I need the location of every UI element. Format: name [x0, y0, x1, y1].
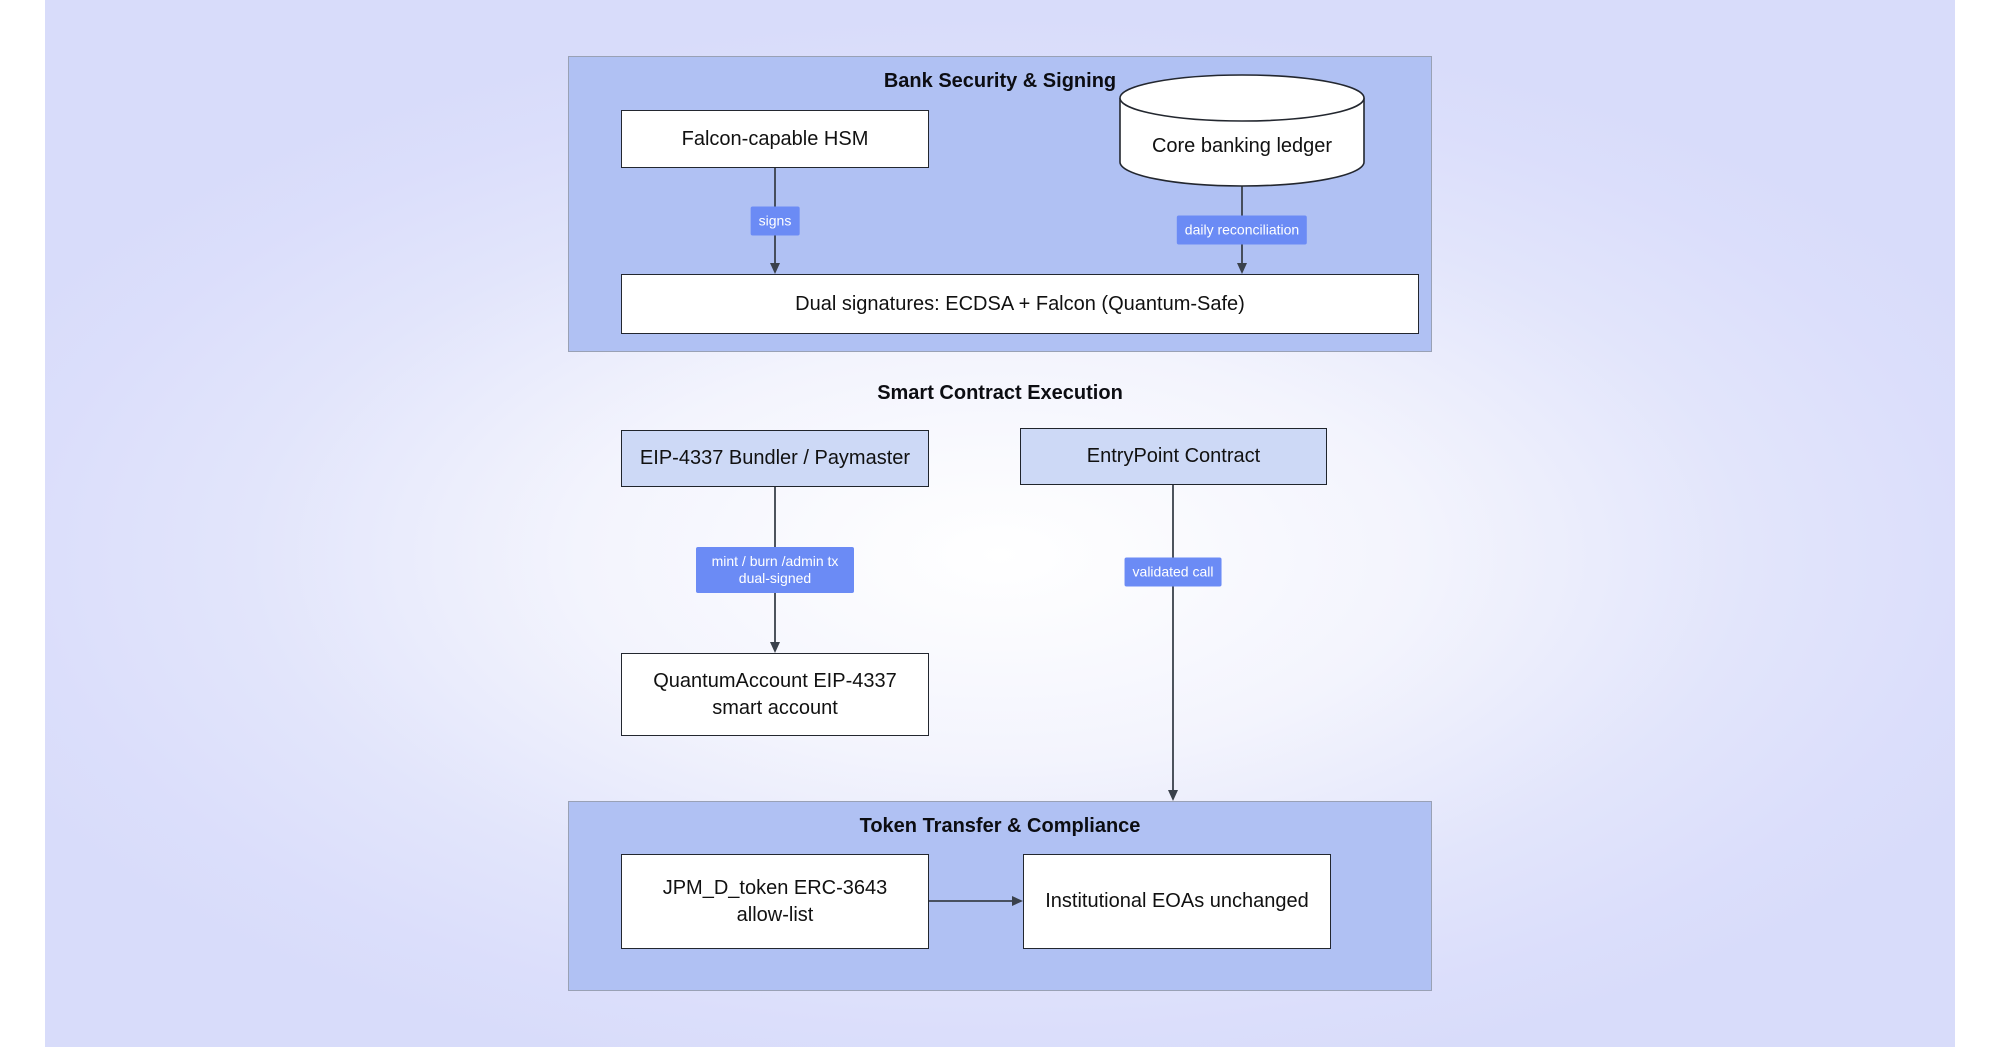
node-quantum-account-label: QuantumAccount EIP-4337 smart account [653, 669, 897, 719]
group-title-token-transfer: Token Transfer & Compliance [859, 815, 1141, 837]
node-quantum-account: QuantumAccount EIP-4337 smart account [621, 653, 929, 736]
node-jpm-token: JPM_D_token ERC-3643 allow-list [621, 854, 929, 949]
node-institutional-eoas: Institutional EOAs unchanged [1023, 854, 1331, 949]
node-falcon-hsm-label: Falcon-capable HSM [681, 127, 869, 150]
node-bundler-paymaster: EIP-4337 Bundler / Paymaster [621, 430, 929, 487]
group-title-bank-security: Bank Security & Signing [883, 70, 1117, 92]
section-title-smart-contract-execution: Smart Contract Execution [877, 382, 1123, 404]
node-institutional-eoas-label: Institutional EOAs unchanged [1045, 890, 1309, 912]
edge-label-mint-burn: mint / burn /admin tx dual-signed [696, 547, 854, 593]
node-dual-signatures-label: Dual signatures: ECDSA + Falcon (Quantum… [795, 292, 1245, 315]
edge-label-signs: signs [750, 206, 800, 236]
node-core-banking-ledger: Core banking ledger [1119, 73, 1365, 187]
edge-label-daily-reconciliation: daily reconciliation [1176, 215, 1308, 245]
node-dual-signatures: Dual signatures: ECDSA + Falcon (Quantum… [621, 274, 1419, 334]
node-core-banking-ledger-label: Core banking ledger [1151, 135, 1333, 157]
node-entrypoint-contract: EntryPoint Contract [1020, 428, 1327, 485]
node-entrypoint-contract-label: EntryPoint Contract [1086, 445, 1261, 467]
edge-label-validated-call: validated call [1124, 557, 1222, 587]
node-jpm-token-label: JPM_D_token ERC-3643 allow-list [662, 876, 888, 926]
database-cylinder-icon [1119, 74, 1365, 187]
node-falcon-hsm: Falcon-capable HSM [621, 110, 929, 168]
node-bundler-paymaster-label: EIP-4337 Bundler / Paymaster [639, 447, 911, 469]
